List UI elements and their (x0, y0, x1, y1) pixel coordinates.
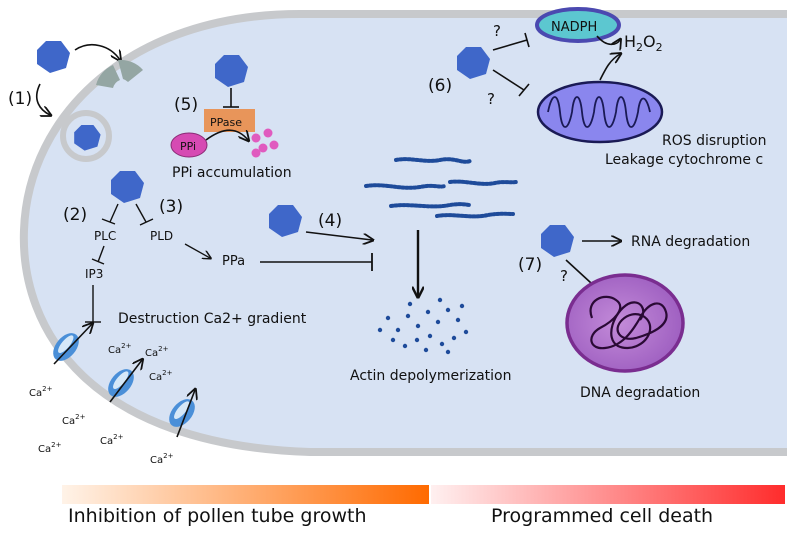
svg-text:Ca2+: Ca2+ (149, 369, 173, 383)
step5-label: (5) (174, 95, 198, 115)
ppa-label: PPa (222, 254, 245, 269)
nadph-oxidase (535, 7, 621, 43)
pld-label: PLD (150, 229, 173, 243)
mitochondrion (536, 80, 664, 144)
step3-label: (3) (159, 197, 183, 217)
calcium-channels (53, 324, 200, 438)
step1-label: (1) (8, 89, 32, 109)
pld-to-ppa-arrow (184, 243, 210, 258)
plc-label: PLC (94, 229, 116, 243)
entry-arrow (74, 44, 120, 60)
inhibition-line-nadph (492, 39, 528, 51)
ip3-label: IP3 (85, 267, 103, 281)
svg-text:Ca2+: Ca2+ (108, 342, 132, 356)
hydrolysis-arrow (205, 129, 248, 140)
inhibition-gradient-bar (62, 485, 429, 504)
svg-text:Ca2+: Ca2+ (100, 433, 124, 447)
plc-to-ip3-line (97, 245, 105, 263)
step2-label: (2) (63, 205, 87, 225)
svg-text:Ca2+: Ca2+ (38, 441, 62, 455)
nadph-to-h2o2-arrow (596, 35, 620, 44)
svg-text:Ca2+: Ca2+ (145, 345, 169, 359)
inhibition-line-mito (492, 69, 525, 91)
step6-label: (6) (428, 76, 452, 96)
inhibition-line-plc (109, 203, 119, 223)
svg-text:Ca2+: Ca2+ (62, 413, 86, 427)
actin-depolymerization-label: Actin depolymerization (350, 368, 512, 384)
nadph-label: NADPH (551, 20, 597, 35)
mito-to-h2o2-arrow (599, 54, 620, 81)
actin-filaments (364, 157, 518, 219)
inhibition-pollen-tube-label: Inhibition of pollen tube growth (68, 505, 367, 527)
calcium-ion-labels: Ca2+ Ca2+ Ca2+ Ca2+ Ca2+ Ca2+ Ca2+ Ca2+ (29, 342, 174, 466)
rna-degradation-label: RNA degradation (631, 234, 750, 250)
actin-monomer-dots (377, 297, 469, 355)
membrane-channel-icon (96, 59, 143, 88)
inhibition-line-pld (135, 203, 147, 223)
dna-degradation-label: DNA degradation (580, 385, 700, 401)
question-mark-nadph: ? (493, 22, 501, 40)
ppi-label: PPi (180, 140, 196, 153)
ppase-label: PPase (210, 116, 242, 129)
ppi-accumulation-label: PPi accumulation (172, 165, 292, 181)
destruction-ca-label: Destruction Ca2+ gradient (118, 311, 307, 327)
endocytosis-arrow (35, 83, 50, 115)
nucleus (565, 273, 685, 373)
ppase-enzyme-box (204, 109, 255, 132)
svg-text:Ca2+: Ca2+ (150, 452, 174, 466)
programmed-cell-death-label: Programmed cell death (491, 505, 714, 527)
question-mark-mito: ? (487, 90, 495, 108)
leakage-cytochrome-label: Leakage cytochrome c (605, 152, 763, 168)
pcd-gradient-bar (431, 485, 785, 504)
question-mark-dna: ? (560, 267, 568, 285)
ros-disruption-label: ROS disruption (662, 133, 767, 149)
toxin-molecule-outside (37, 41, 70, 73)
activation-arrow-actin (305, 231, 372, 240)
ppi-molecule (170, 132, 208, 158)
svg-text:Ca2+: Ca2+ (29, 385, 53, 399)
phosphate-dots (251, 128, 279, 158)
step7-label: (7) (518, 255, 542, 275)
h2o2-label: H2O2 (624, 32, 663, 54)
step4-label: (4) (318, 211, 342, 231)
